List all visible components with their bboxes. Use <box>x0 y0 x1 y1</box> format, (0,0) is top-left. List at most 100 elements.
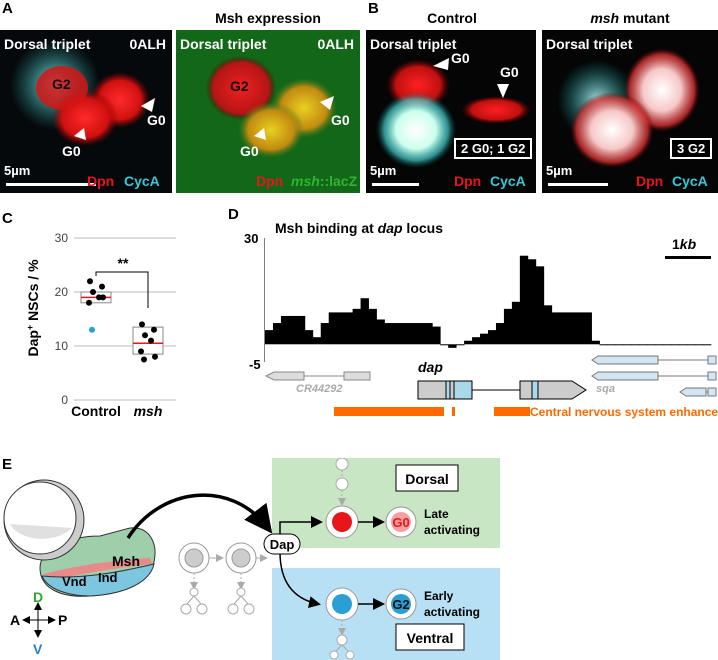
box-data-point <box>99 283 105 290</box>
panel-b-title-control: Control <box>427 10 477 26</box>
micrograph-b-left-image <box>366 30 536 193</box>
g0-cell-label: G0 <box>392 515 409 530</box>
box-y-tick-label: 0 <box>61 393 68 407</box>
binding-bar <box>671 344 680 346</box>
ventral-label-box <box>395 623 465 651</box>
a-right-g0-bottom: G0 <box>240 143 259 159</box>
binding-bar <box>583 312 592 345</box>
panel-d-title: Msh binding at dap locus <box>275 220 443 236</box>
box-data-point <box>138 348 144 355</box>
gene-cr44292 <box>264 371 371 381</box>
box-x-tick-label: Control <box>71 403 121 419</box>
cns-enhancers <box>334 407 530 416</box>
d-title-pre: Msh binding at <box>275 220 378 236</box>
g2-cell-label: G2 <box>392 597 409 612</box>
panel-b-title-mutant-rest: mutant <box>619 10 670 26</box>
b-left-stain-dpn: Dpn <box>454 173 482 189</box>
early-label: Early <box>424 589 454 603</box>
box-data-point <box>90 289 96 295</box>
binding-bar <box>272 323 282 345</box>
b-left-label: Dorsal triplet <box>370 36 457 52</box>
axis-cross <box>22 602 56 638</box>
b-right-stain-cyca: CycA <box>672 173 708 189</box>
d-title-dap: dap <box>377 220 403 236</box>
b-right-label: Dorsal triplet <box>546 36 633 52</box>
binding-bar <box>623 344 632 346</box>
gene-sqa <box>591 355 717 397</box>
late-label: Late <box>424 507 449 521</box>
gene-dap-label: dap <box>418 359 443 375</box>
d-scale-label: 1kb <box>672 236 696 252</box>
binding-bar <box>543 305 553 345</box>
a-left-stain-dpn: Dpn <box>87 173 115 189</box>
b-right-count-box: 3 G2 <box>670 138 713 159</box>
micrograph-b-right: Dorsal triplet 3 G2 5µm Dpn CycA <box>542 30 718 193</box>
b-right-stain-dpn: Dpn <box>636 173 664 189</box>
box-ylabel-pre: Dap <box>25 330 41 356</box>
gene-track: CR44292 dap sqa Central nervous system e… <box>264 355 718 419</box>
binding-bar <box>392 323 401 345</box>
d-scale-number: 1 <box>672 236 680 252</box>
dap-node-label: Dap <box>270 537 295 552</box>
binding-bar <box>567 312 577 345</box>
binding-bar <box>328 312 338 345</box>
binding-bar <box>679 344 688 346</box>
b-left-arrowheads <box>433 58 509 98</box>
box-data-point <box>86 299 92 306</box>
binding-bar <box>440 344 449 346</box>
box-y-axis-label: Dap+ NSCs / % <box>25 259 41 357</box>
box-data-point <box>89 326 95 333</box>
binding-bar <box>265 330 274 345</box>
a-right-stain-dpn: Dpn <box>256 173 284 189</box>
b-left-stain-cyca: CycA <box>490 173 526 189</box>
axis-dorsal: D <box>33 589 43 605</box>
a-left-g0-right: G0 <box>147 112 166 128</box>
binding-bar <box>695 344 704 346</box>
binding-bar <box>400 323 409 345</box>
d-scale-unit: kb <box>679 236 697 252</box>
a-left-g0-bottom: G0 <box>62 143 81 159</box>
binding-bar <box>511 301 521 345</box>
binding-bar <box>591 340 600 345</box>
binding-bar <box>296 315 306 345</box>
box-y-tick-label: 10 <box>55 339 69 353</box>
binding-bar <box>647 344 656 346</box>
msh-domain-label: Msh <box>112 553 140 569</box>
binding-bar <box>631 344 640 346</box>
binding-bar <box>687 344 696 346</box>
d-ytick-top: 30 <box>244 231 259 246</box>
ind-domain-label: Ind <box>98 570 118 585</box>
significance-stars: ** <box>118 255 129 271</box>
binding-bar <box>432 326 441 345</box>
box-ylabel-sup: + <box>25 325 35 330</box>
box-data-point <box>100 294 106 301</box>
micrograph-b-left: Dorsal triplet G0 G0 2 G0; 1 G2 5µm Dpn … <box>366 30 536 193</box>
msh-to-dap-arrow <box>126 493 273 539</box>
binding-bar <box>639 344 648 346</box>
axis-anterior: A <box>10 612 20 628</box>
a-left-g2: G2 <box>52 76 71 92</box>
binding-bar <box>344 312 354 345</box>
micrograph-a-right: Dorsal triplet 0ALH G2 G0 G0 Dpn msh::la… <box>176 30 360 193</box>
binding-bar <box>312 337 322 345</box>
binding-bar <box>655 344 664 346</box>
a-left-arrowheads <box>74 98 155 140</box>
binding-bar <box>288 315 298 345</box>
box-data-point <box>152 353 158 360</box>
early-activating-label: activating <box>424 605 480 619</box>
embryo-cns <box>39 527 156 597</box>
panel-c-letter: C <box>2 210 13 227</box>
b-left-count-box: 2 G0; 1 G2 <box>454 138 533 159</box>
binding-bar <box>535 266 545 345</box>
micrograph-b-right-image <box>542 30 718 193</box>
late-activating-label: activating <box>424 523 480 537</box>
panel-b-title-msh: msh <box>590 10 620 26</box>
a-right-stain-msh: msh <box>291 173 320 189</box>
panel-a-title: Msh expression <box>215 10 321 26</box>
ventral-label: Ventral <box>407 630 454 646</box>
axis-ventral: V <box>33 641 43 657</box>
binding-bar <box>472 337 481 345</box>
binding-bar <box>488 330 497 345</box>
d-ytick-bottom: -5 <box>249 357 261 372</box>
